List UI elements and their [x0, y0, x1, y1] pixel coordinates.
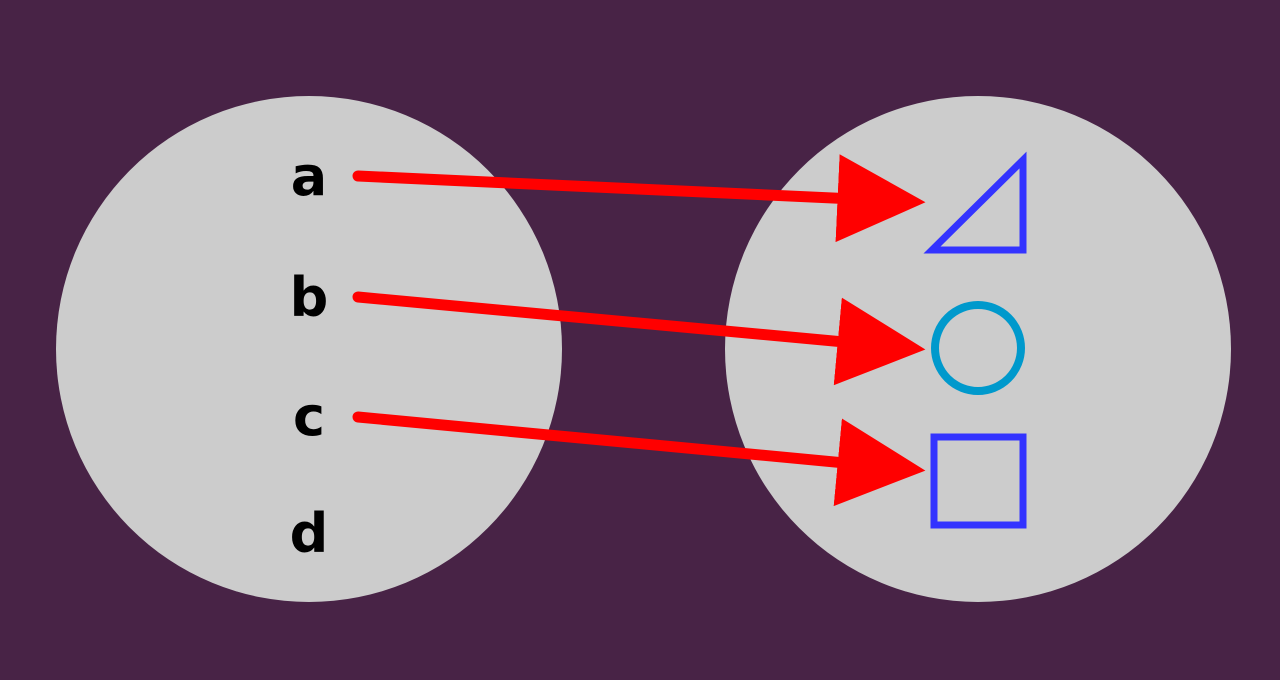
domain-element-d: d	[290, 502, 329, 565]
domain-element-a: a	[291, 145, 327, 208]
arrow-c-to-square	[352, 411, 926, 507]
arrow-a-to-triangle	[352, 154, 926, 243]
domain-element-c: c	[293, 385, 325, 448]
domain-set	[56, 96, 562, 602]
triangle-icon	[923, 151, 1027, 254]
circle-icon	[931, 301, 1025, 395]
domain-element-b: b	[290, 266, 329, 329]
arrow-b-to-circle	[352, 291, 926, 386]
square-icon	[930, 433, 1027, 529]
